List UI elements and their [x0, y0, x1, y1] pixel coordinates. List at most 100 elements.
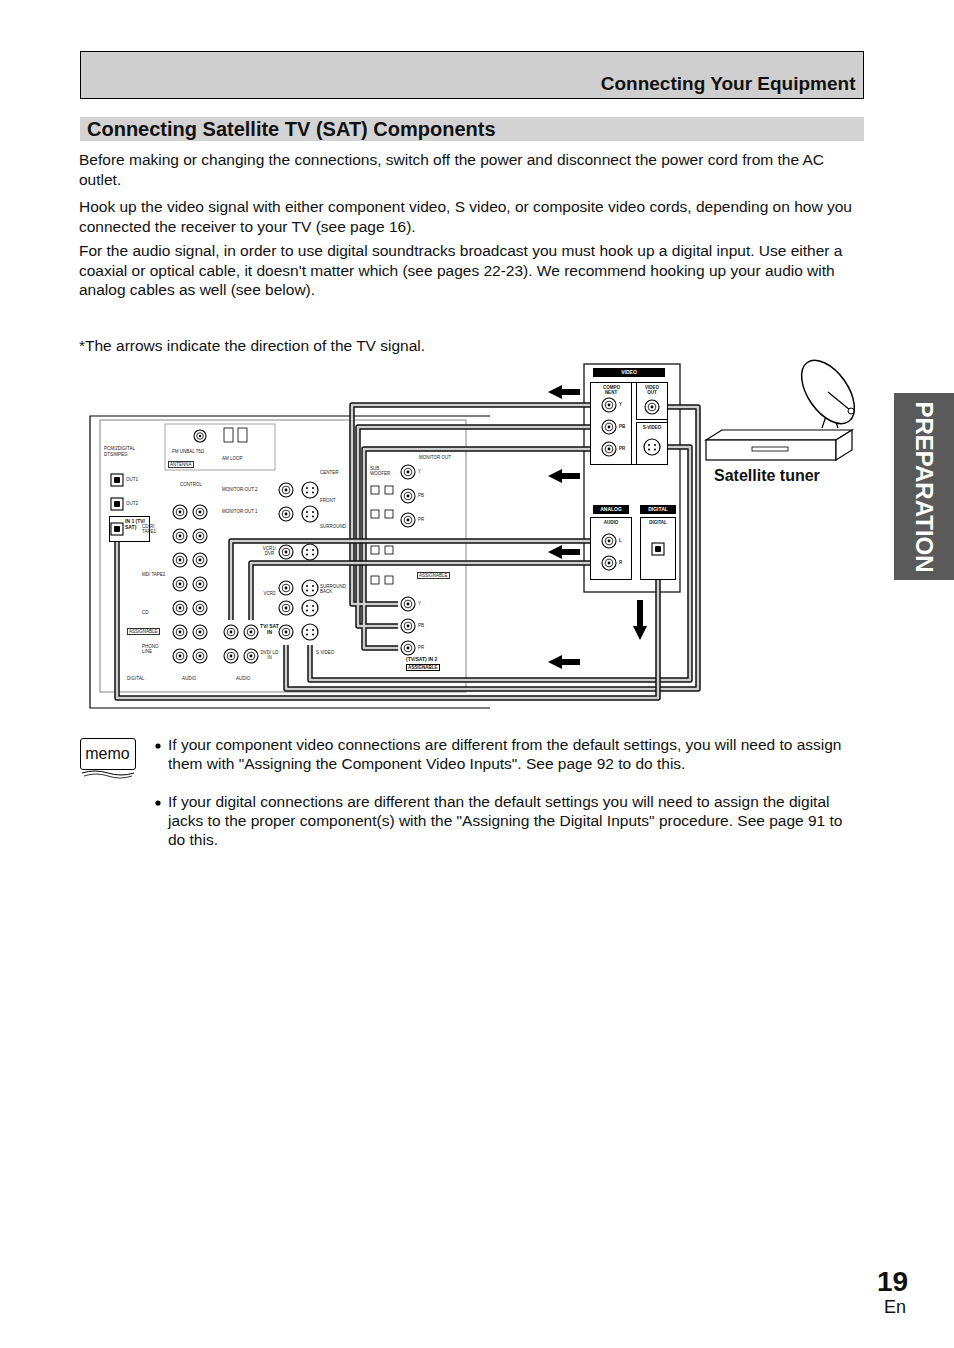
jack-ring — [176, 652, 184, 660]
jack-label: Y — [418, 469, 421, 474]
jack-label: R — [619, 560, 622, 565]
jack-body — [279, 601, 293, 615]
jack-body — [401, 489, 415, 503]
panel-border — [640, 517, 676, 580]
digital-group: DIGITALDIGITAL — [640, 505, 676, 580]
jack-label: AUDIO — [236, 676, 250, 681]
jack-ring — [176, 628, 184, 636]
jack-body — [173, 505, 187, 519]
title-band — [80, 117, 864, 141]
jack-pin — [608, 426, 611, 429]
jack-pin — [285, 607, 288, 610]
jack-pin — [285, 631, 288, 634]
jack-body — [224, 649, 238, 663]
rca-jack — [173, 625, 187, 639]
component-input-group: (TV/SAT) IN 2ASSIGNABLE — [398, 594, 452, 676]
jack-body — [652, 543, 664, 555]
speaker-terminal — [385, 486, 393, 494]
rca-jack — [401, 489, 415, 503]
rca-jack — [193, 577, 207, 591]
section-tab: PREPARATION — [894, 393, 954, 580]
jack-ring — [227, 652, 235, 660]
s-video-jack — [302, 506, 318, 522]
jack-body — [302, 544, 318, 560]
jack-pin — [312, 585, 314, 587]
antenna-box — [165, 424, 275, 470]
cable-core — [364, 449, 590, 648]
optical-jack — [111, 498, 123, 510]
jack-body — [244, 625, 258, 639]
cable-sheath — [364, 449, 590, 648]
jack-label: SURROUND — [320, 524, 346, 529]
jack-body — [173, 529, 187, 543]
jack-label: DVD/ LD IN — [260, 650, 279, 661]
jack-label: PHONO LINE — [142, 644, 168, 655]
jack-pin — [199, 559, 202, 562]
jack-body — [111, 523, 123, 535]
rca-jack — [279, 625, 293, 639]
jack-ring — [176, 604, 184, 612]
signal-arrow — [548, 655, 580, 669]
tuner-top — [706, 430, 852, 440]
jack-ring — [605, 401, 613, 409]
optical-jack — [111, 474, 123, 486]
analog-audio-group: ANALOGAUDIO — [590, 505, 632, 580]
jack-label: PB — [418, 623, 424, 628]
jack-pin — [250, 631, 253, 634]
jack-ring — [282, 628, 290, 636]
jack-body — [401, 619, 415, 633]
speaker-terminal — [371, 510, 379, 518]
jack-label: DIGITAL — [127, 676, 144, 681]
rca-jack — [279, 581, 293, 595]
s-video-jack — [302, 482, 318, 498]
speaker-terminal — [385, 546, 393, 554]
jack-port — [114, 526, 120, 532]
rca-jack — [173, 577, 187, 591]
jack-label: CONTROL — [180, 482, 202, 487]
cable-sheath — [251, 563, 590, 620]
jack-body — [193, 601, 207, 615]
jack-pin — [312, 492, 314, 494]
jack-body — [279, 483, 293, 497]
tv-sat-input-group: TV/ SAT IN — [222, 620, 320, 645]
jack-pin — [312, 629, 314, 631]
cable-core — [117, 542, 658, 698]
jack-pin — [199, 583, 202, 586]
jack-pin — [312, 610, 314, 612]
cable-core — [231, 541, 590, 620]
jack-body — [401, 513, 415, 527]
node-text: TV/ SAT IN — [260, 623, 279, 635]
page-text: For the audio signal, in order to use di… — [79, 241, 865, 300]
jack-label: MONITOR OUT 2 — [222, 487, 258, 492]
jack-pin — [306, 516, 308, 518]
jack-pin — [608, 562, 611, 565]
jack-pin — [648, 444, 650, 446]
rca-jack — [401, 465, 415, 479]
rca-jack — [645, 400, 659, 414]
jack-pin — [608, 540, 611, 543]
rca-jack — [224, 625, 238, 639]
jack-ring — [282, 548, 290, 556]
cable — [352, 405, 590, 648]
jack-ring — [196, 580, 204, 588]
speaker-terminal — [385, 576, 393, 584]
jack-pin — [306, 605, 308, 607]
jack-pin — [306, 634, 308, 636]
page-text: 19 — [877, 1265, 908, 1299]
jack-ring — [605, 559, 613, 567]
tuner-side — [836, 430, 852, 460]
jack-label: PR — [619, 446, 625, 451]
jack-pin — [312, 590, 314, 592]
jack-body — [193, 649, 207, 663]
jack-body — [173, 553, 187, 567]
jack-pin — [285, 587, 288, 590]
cable-sheath — [286, 407, 698, 689]
node-text: DIGITAL — [640, 520, 676, 525]
tuner-slot — [752, 447, 788, 451]
jack-ring — [404, 516, 412, 524]
component-jack-box: COMPO NENT — [590, 382, 632, 465]
jack-body — [602, 398, 616, 412]
jack-pin — [179, 607, 182, 610]
cable-core — [251, 563, 590, 620]
jack-ring — [196, 628, 204, 636]
